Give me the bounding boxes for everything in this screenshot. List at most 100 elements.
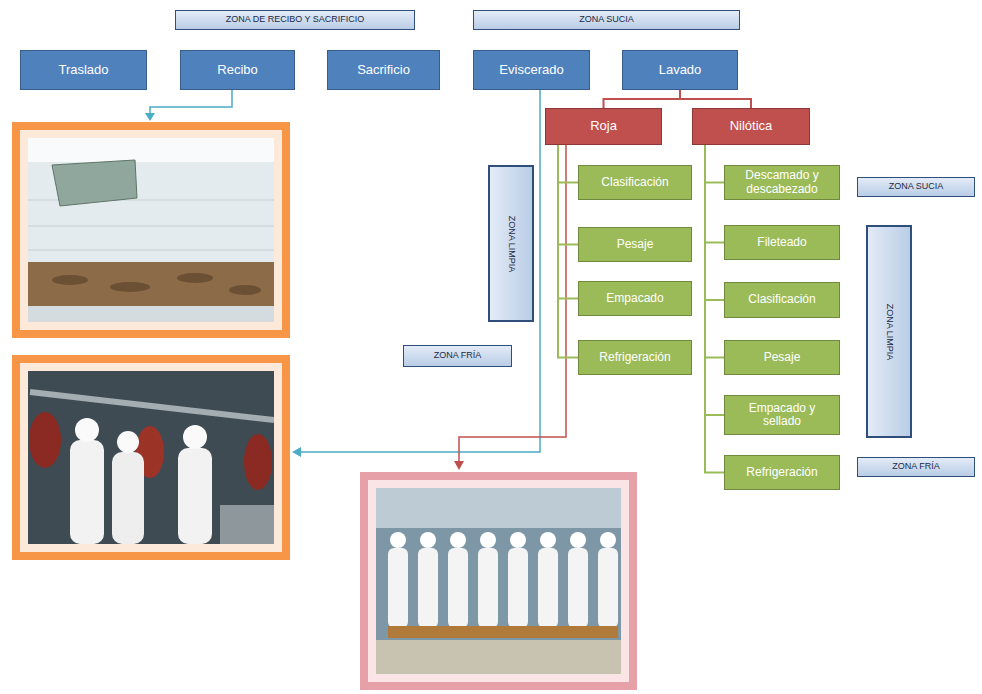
- box-label: Sacrificio: [357, 63, 410, 77]
- machine: [220, 505, 274, 544]
- box-label: Nilótica: [730, 119, 773, 133]
- box-label: ZONA LIMPIA: [884, 303, 894, 360]
- carcass: [29, 412, 61, 468]
- worker-cap: [510, 532, 526, 548]
- step-box: Fileteado: [724, 225, 840, 260]
- box-label: Recibo: [217, 63, 257, 77]
- carcass: [244, 434, 272, 490]
- worker-cap: [75, 418, 99, 442]
- photo-mat: [20, 130, 282, 330]
- process-box: Eviscerado: [473, 50, 590, 90]
- arrow-head: [145, 113, 155, 121]
- floor: [376, 640, 621, 674]
- worker: [568, 548, 588, 628]
- box-label: Pesaje: [764, 351, 801, 364]
- fish: [229, 285, 261, 295]
- step-box: Clasificación: [724, 282, 840, 318]
- boots-row: [388, 626, 618, 638]
- worker: [538, 548, 558, 628]
- box-label: Lavado: [659, 63, 702, 77]
- worker-cap: [390, 532, 406, 548]
- box-label: Refrigeración: [746, 466, 817, 479]
- worker-cap: [600, 532, 616, 548]
- box-label: Pesaje: [617, 238, 654, 251]
- connector: [705, 145, 724, 358]
- worker: [448, 548, 468, 628]
- zone-label-vertical: ZONA LIMPIA: [488, 165, 534, 322]
- step-box: Clasificación: [578, 165, 692, 200]
- window-light: [28, 138, 274, 162]
- worker: [70, 440, 104, 544]
- zone-label: ZONA FRÍA: [403, 345, 512, 367]
- connector: [558, 145, 578, 245]
- step-box: Refrigeración: [578, 340, 692, 375]
- step-box: Pesaje: [578, 227, 692, 262]
- photo-frame: [12, 355, 290, 560]
- fish: [110, 282, 150, 292]
- box-label: Clasificación: [601, 176, 668, 189]
- step-box: Empacado: [578, 281, 692, 316]
- box-label: ZONA SUCIA: [579, 15, 634, 25]
- worker: [112, 452, 144, 544]
- box-label: Fileteado: [757, 236, 806, 249]
- box-label: ZONA DE RECIBO Y SACRIFICIO: [226, 15, 365, 25]
- photo-mat: [20, 363, 282, 552]
- connector: [558, 145, 578, 299]
- zone-band: ZONA DE RECIBO Y SACRIFICIO: [175, 10, 415, 30]
- connector: [705, 145, 724, 183]
- connector: [705, 145, 724, 300]
- connector: [705, 145, 724, 243]
- photo-background: [28, 371, 274, 544]
- tile-line: [28, 226, 274, 227]
- process-box: Lavado: [622, 50, 738, 90]
- step-box: Refrigeración: [724, 455, 840, 490]
- box-label: Empacado: [606, 292, 663, 305]
- step-box: Pesaje: [724, 340, 840, 375]
- connector: [558, 145, 578, 358]
- process-box: Traslado: [20, 50, 147, 90]
- worker-cap: [570, 532, 586, 548]
- leader-line: [300, 90, 540, 452]
- box-label: Roja: [590, 119, 617, 133]
- photo-frame: [360, 472, 637, 690]
- photo-mat: [368, 480, 629, 682]
- photo-frame: [12, 122, 290, 338]
- box-label: ZONA LIMPIA: [506, 215, 516, 272]
- box-label: ZONA FRÍA: [434, 351, 482, 361]
- worker-cap: [480, 532, 496, 548]
- tile-line: [28, 250, 274, 251]
- photo-background: [28, 138, 274, 322]
- box-label: Clasificación: [748, 293, 815, 306]
- worker: [478, 548, 498, 628]
- box-label: Eviscerado: [499, 63, 563, 77]
- worker: [418, 548, 438, 628]
- fish-water: [28, 262, 274, 306]
- process-box: Sacrificio: [327, 50, 440, 90]
- arrow-head: [292, 447, 301, 457]
- process-box: Recibo: [180, 50, 295, 90]
- reception-tank-photo: [28, 138, 274, 322]
- step-box: Descamado y descabezado: [724, 165, 840, 200]
- worker-cap: [540, 532, 556, 548]
- worker-cap: [183, 425, 207, 449]
- worker-cap: [420, 532, 436, 548]
- zone-label: ZONA SUCIA: [857, 177, 975, 197]
- box-label: Empacado y sellado: [729, 402, 835, 428]
- product-box: Nilótica: [692, 108, 810, 145]
- processing-room-photo: [376, 488, 621, 674]
- floor: [28, 306, 274, 322]
- box-label: ZONA FRÍA: [892, 462, 940, 472]
- step-box: Empacado y sellado: [724, 395, 840, 435]
- connector: [558, 145, 578, 183]
- connector: [705, 145, 724, 473]
- leader-line: [459, 145, 566, 462]
- box-label: ZONA SUCIA: [889, 182, 944, 192]
- box-label: Refrigeración: [599, 351, 670, 364]
- zone-label-vertical: ZONA LIMPIA: [866, 225, 912, 438]
- worker-cap: [450, 532, 466, 548]
- zone-band: ZONA SUCIA: [473, 10, 740, 30]
- fish: [177, 273, 213, 283]
- arrow-head: [454, 461, 464, 470]
